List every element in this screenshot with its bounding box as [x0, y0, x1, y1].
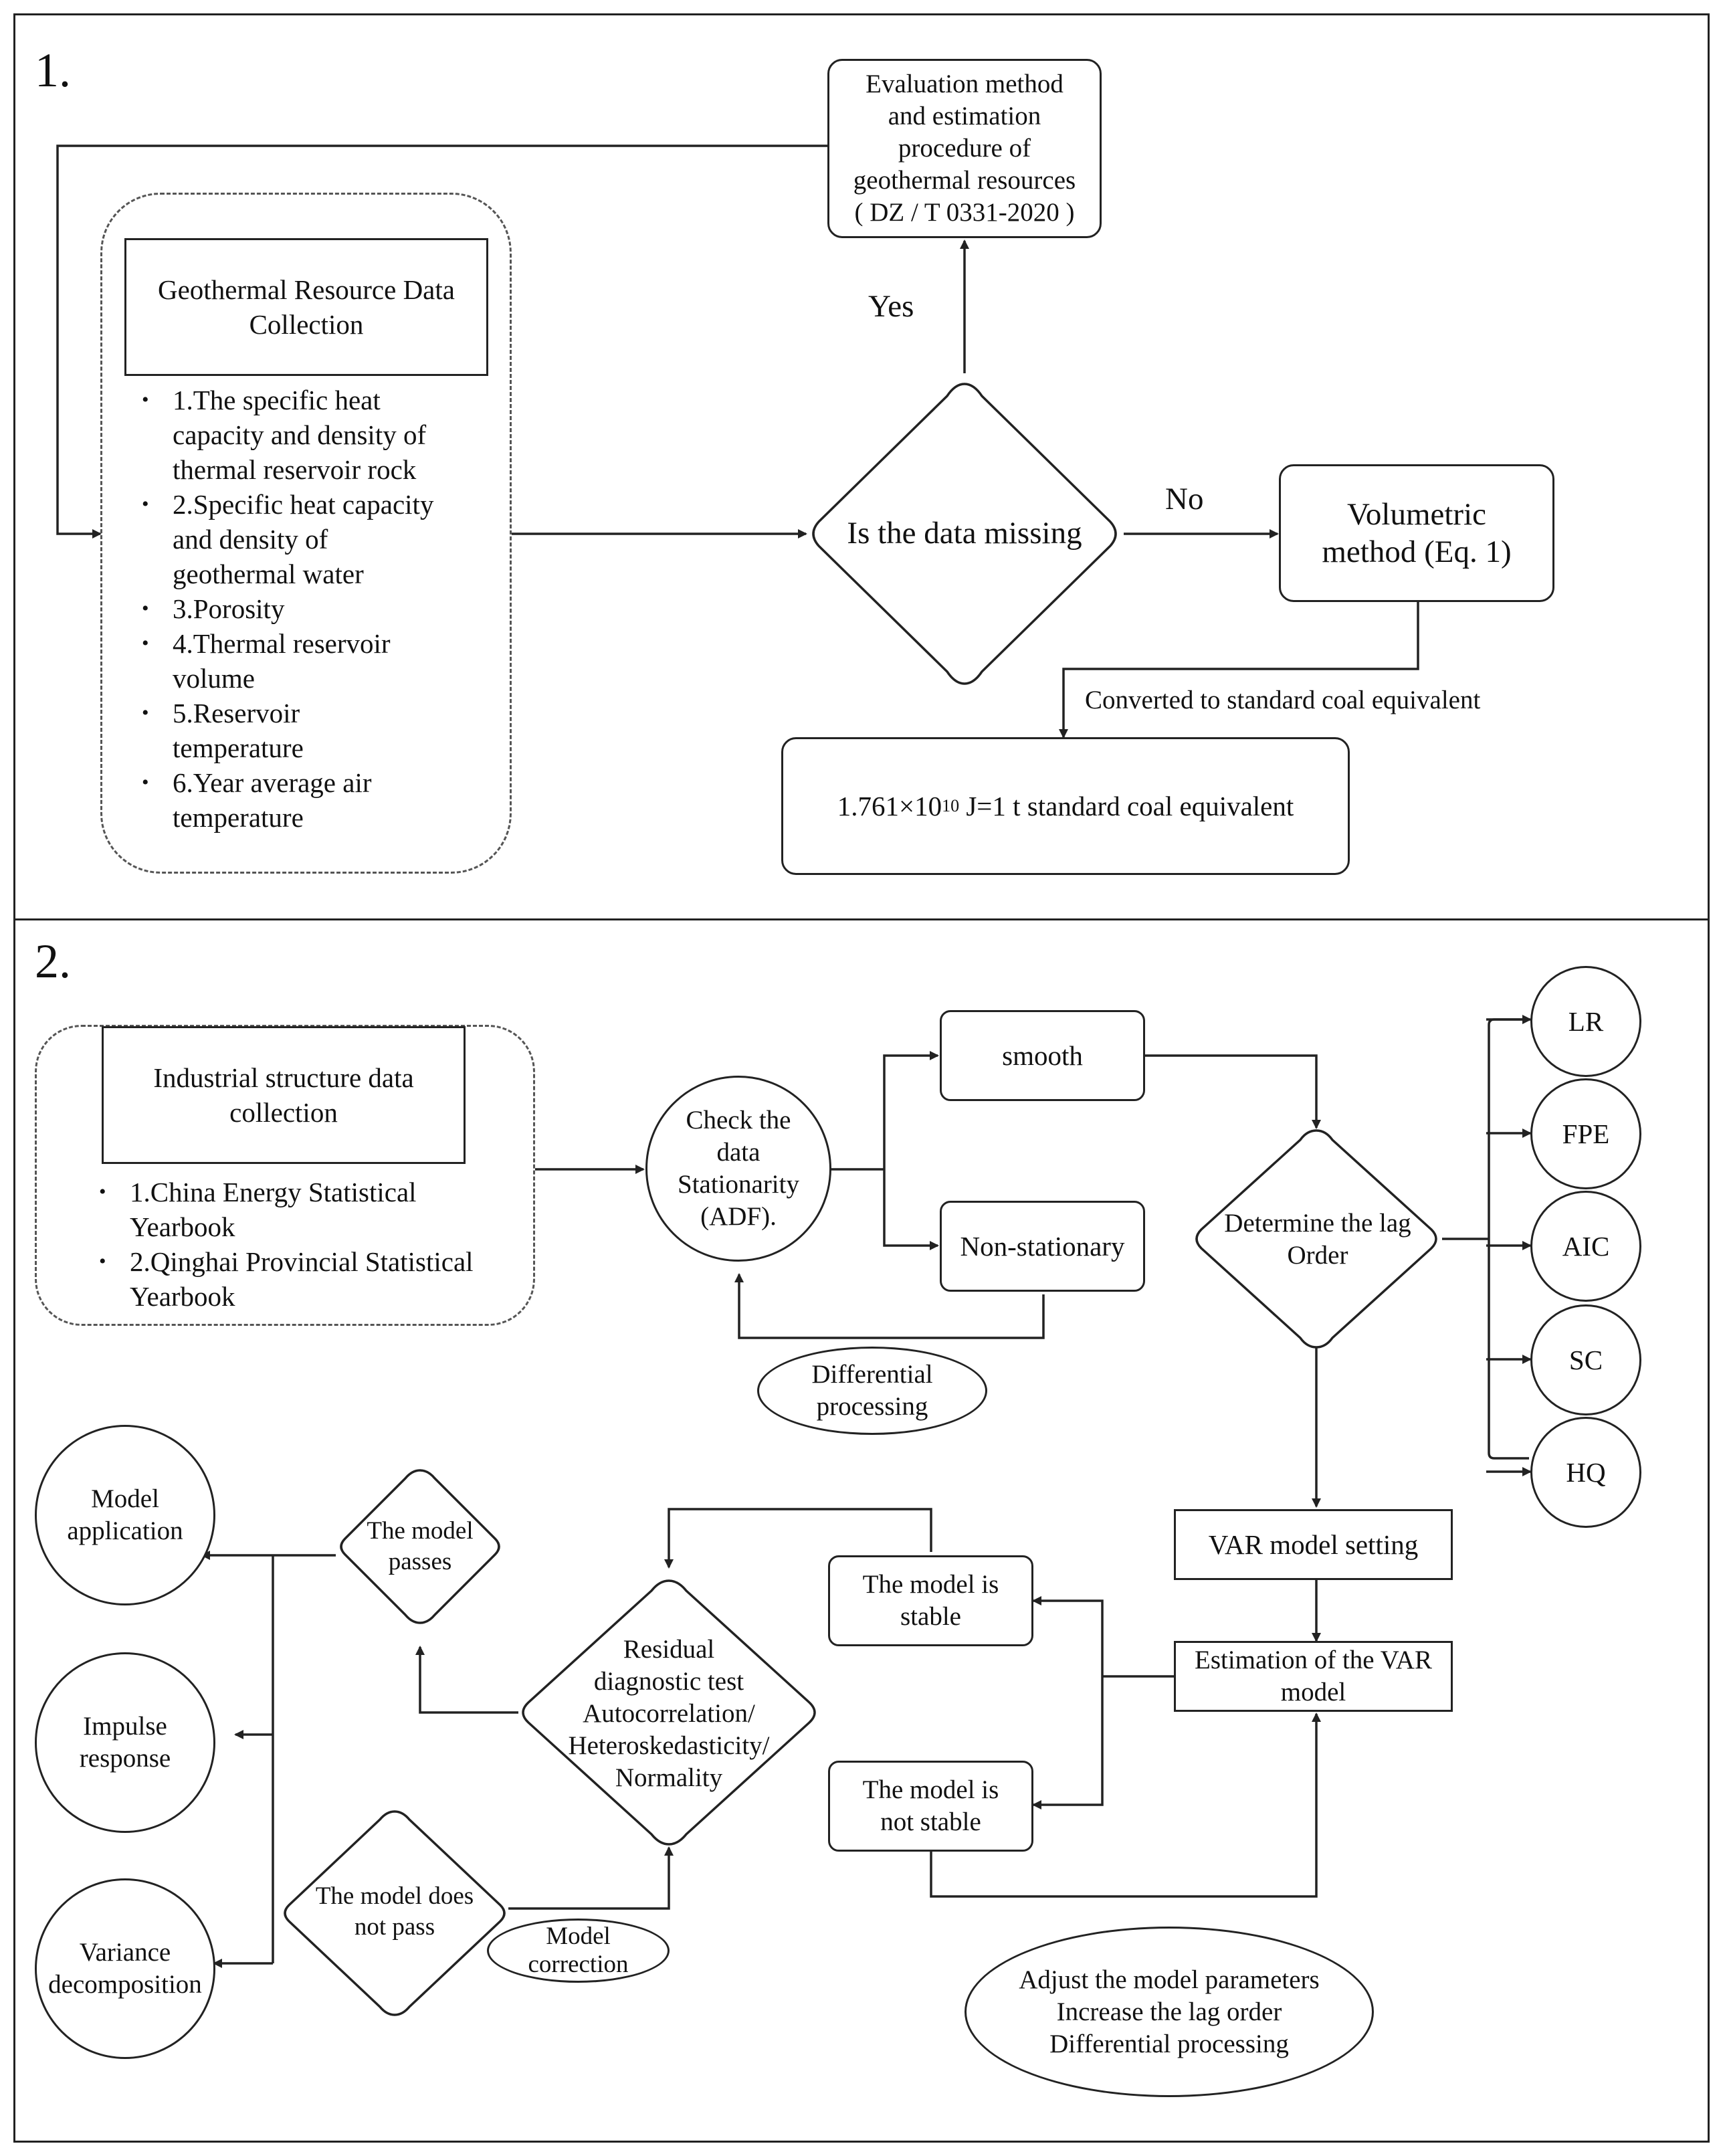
industrial-collection-list: 1.China Energy Statistical Yearbook 2.Qi… [94, 1175, 535, 1314]
volumetric-method-box: Volumetric method (Eq. 1) [1279, 464, 1554, 602]
model-stable-box: The model is stable [828, 1555, 1033, 1646]
non-stationary-box: Non-stationary [940, 1201, 1145, 1292]
model-not-stable-box: The model is not stable [828, 1761, 1033, 1852]
geothermal-collection-list: 1.The specific heat capacity and density… [136, 383, 511, 835]
residual-diagnostic-label: Residual diagnostic test Autocorrelation… [568, 1635, 770, 1792]
collection-item: 3.Porosity [136, 591, 511, 626]
lag-diamond-shape [1195, 1129, 1437, 1349]
collection-item: 1.The specific heat capacity and density… [136, 383, 511, 487]
collection-item: 4.Thermal reservoir volume [136, 626, 511, 696]
residual-diamond-shape [522, 1579, 816, 1846]
criterion-sc-circle: SC [1530, 1304, 1641, 1415]
converted-label: Converted to standard coal equivalent [1085, 686, 1481, 714]
differential-processing-ellipse: Differential processing [757, 1347, 987, 1435]
panel-1-number: 1. [35, 43, 71, 97]
decision-diamond-label: Is the data missing [847, 516, 1082, 551]
notpass-diamond-shape [284, 1810, 506, 2016]
model-correction-ellipse: Model correction [487, 1919, 670, 1983]
geothermal-collection-title: Geothermal Resource Data Collection [124, 238, 488, 376]
arrow-nonstationary-back [734, 1273, 1045, 1339]
coal-equivalent-exponent: 10 [942, 796, 960, 816]
arrow-stable-to-residual [664, 1508, 932, 1569]
var-estimation-box: Estimation of the VAR model [1174, 1641, 1453, 1712]
arrow-check-to-nonstationary [883, 1169, 939, 1250]
arrow-estimation-to-stable [1032, 1596, 1104, 1676]
criterion-fpe-circle: FPE [1530, 1078, 1641, 1189]
arrow-estimation-to-notstable [1032, 1676, 1104, 1809]
coal-equivalent-suffix: J=1 t standard coal equivalent [959, 790, 1294, 821]
stationarity-check-circle: Check the data Stationarity (ADF). [645, 1076, 831, 1262]
arrow-notstable-to-estimation [930, 1712, 1321, 1898]
impulse-response-circle: Impulse response [35, 1652, 215, 1833]
model-not-pass-label: The model does not pass [315, 1882, 474, 1941]
coal-equivalent-prefix: 1.761×10 [837, 790, 942, 821]
yes-label: Yes [868, 289, 914, 324]
industrial-collection-title: Industrial structure data collection [102, 1026, 466, 1164]
arrow-notpass-to-residual [508, 1846, 674, 1910]
collection-item: 6.Year average air temperature [136, 765, 511, 835]
standard-reference-box: Evaluation method and estimation procedu… [827, 59, 1102, 238]
no-label: No [1165, 482, 1204, 516]
criteria-brace [1488, 1018, 1529, 1460]
decision-diamond-shape [812, 383, 1117, 685]
arrow-volumetric-to-result [1059, 602, 1419, 739]
criterion-aic-circle: AIC [1530, 1191, 1641, 1302]
criterion-hq-circle: HQ [1530, 1417, 1641, 1528]
collection-item: 1.China Energy Statistical Yearbook [94, 1175, 535, 1244]
model-application-circle: Model application [35, 1425, 215, 1605]
variance-decomposition-circle: Variance decomposition [35, 1878, 215, 2059]
arrow-check-to-smooth [883, 1051, 939, 1169]
collection-item: 2.Qinghai Provincial Statistical Yearboo… [94, 1244, 535, 1314]
arrow-residual-to-passes [415, 1646, 518, 1714]
adjust-parameters-ellipse: Adjust the model parameters Increase the… [965, 1927, 1374, 2097]
model-passes-label: The model passes [367, 1517, 474, 1575]
panel-2-number: 2. [35, 935, 71, 988]
arrow-standard-to-collection [56, 144, 829, 538]
passes-diamond-shape [340, 1469, 500, 1624]
lag-order-diamond-label: Determine the lag Order [1224, 1209, 1411, 1270]
collection-item: 5.Reservoir temperature [136, 696, 511, 765]
arrow-smooth-to-lag [1145, 1054, 1321, 1129]
criterion-lr-circle: LR [1530, 966, 1641, 1077]
smooth-box: smooth [940, 1010, 1145, 1101]
collection-item: 2.Specific heat capacity and density of … [136, 487, 511, 591]
panel-2-frame [13, 918, 1710, 2143]
var-model-setting-box: VAR model setting [1174, 1509, 1453, 1580]
